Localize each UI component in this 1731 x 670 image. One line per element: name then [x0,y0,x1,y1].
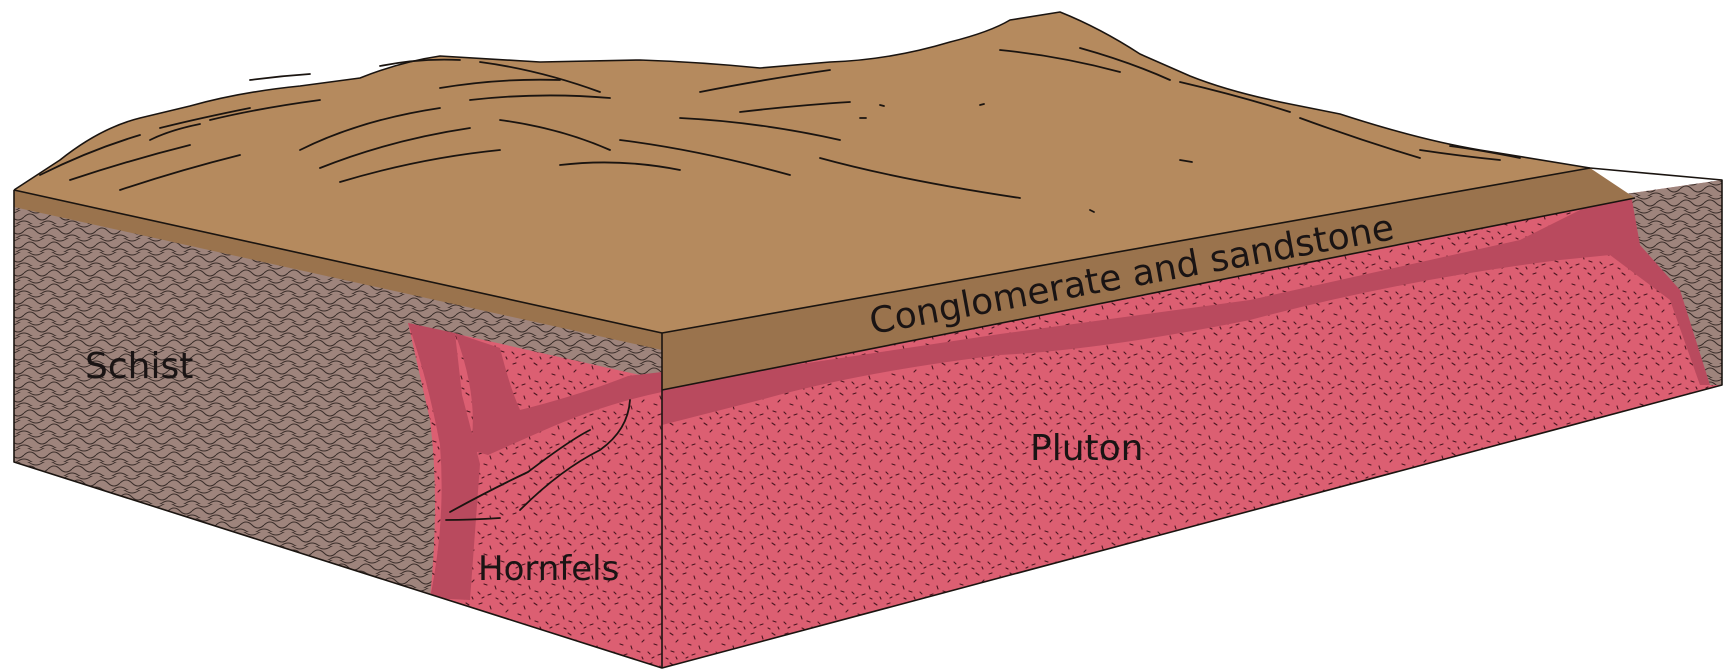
hornfels-label: Hornfels [478,549,619,589]
pluton-label: Pluton [1030,428,1143,469]
schist-label: Schist [85,346,193,387]
